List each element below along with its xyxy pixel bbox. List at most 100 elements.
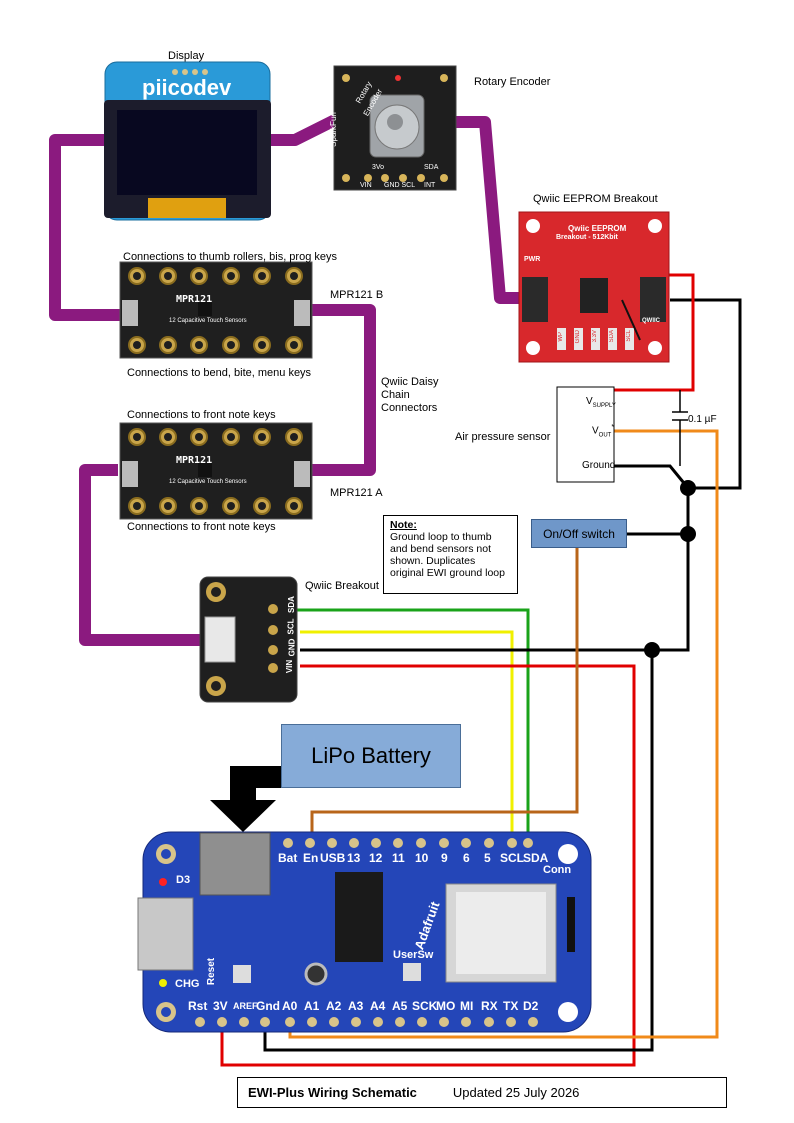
qwiic-cable-mpr-b-mpr-a	[310, 304, 376, 476]
feather-pin-sck: SCK	[412, 999, 438, 1013]
qwiic-cable-display-encoder	[270, 114, 338, 146]
feather-pin-a4: A4	[370, 999, 386, 1013]
on-off-switch: On/Off switch	[531, 519, 627, 548]
capacitor-label: 0.1 µF	[688, 414, 717, 425]
feather-pin-mi: MI	[460, 999, 474, 1013]
eeprom-board	[518, 211, 670, 363]
feather-pin-5: 5	[484, 851, 491, 865]
battery-arrow-icon	[210, 766, 281, 832]
feather-pin-bat: Bat	[278, 851, 298, 865]
encoder-pin-int: INT	[424, 182, 436, 189]
thumb-connections-label: Connections to thumb rollers, bis, prog …	[123, 251, 337, 263]
display-board	[104, 61, 271, 221]
air-sensor-label: Air pressure sensor	[455, 431, 551, 443]
encoder-pin-vin: VIN	[360, 182, 372, 189]
lipo-battery: LiPo Battery	[281, 724, 461, 788]
feather-pin-6: 6	[463, 851, 470, 865]
mpr121-a-board	[119, 422, 313, 520]
note-box: Note: Ground loop to thumb and bend sens…	[383, 515, 518, 594]
feather-pin-sda: SDA	[523, 851, 549, 865]
feather-pin-a3: A3	[348, 999, 364, 1013]
feather-pin-scl: SCL	[500, 851, 524, 865]
eeprom-title-2: Breakout - 512Kbit	[556, 234, 618, 241]
feather-reset: Reset	[206, 957, 218, 986]
encoder-pin-gnd-scl: GND SCL	[384, 182, 416, 189]
feather-pin-a2: A2	[326, 999, 342, 1013]
bend-connections-label: Connections to bend, bite, menu keys	[127, 367, 312, 379]
wire-sda-green	[270, 608, 530, 843]
eeprom-qwiic: QWIIC	[642, 318, 660, 324]
qwiic-cable-mpr-a-qwiic	[79, 464, 205, 646]
mpr121-a-name: MPR121	[176, 455, 213, 466]
wire-sensor-ground	[614, 464, 690, 489]
feather-d3: D3	[176, 874, 191, 886]
eeprom-pin-wp: WP	[558, 332, 564, 342]
mpr121-b-board	[119, 261, 313, 359]
feather-pin-rst: Rst	[188, 999, 208, 1013]
feather-chg: CHG	[175, 978, 200, 990]
qwiic-pin-gnd: GND	[287, 638, 297, 657]
feather-pin-9: 9	[441, 851, 448, 865]
feather-pin-usb: USB	[320, 851, 346, 865]
mpr121-a-caption: 12 Capacitive Touch Sensors	[169, 479, 247, 485]
wire-enable-brown	[310, 548, 579, 843]
qwiic-cable-encoder-eeprom	[450, 116, 520, 304]
wire-gnd-trunk	[263, 650, 654, 1052]
wire-scl-yellow	[300, 630, 514, 843]
daisy-chain-label: Qwiic Daisy Chain Connectors	[381, 376, 439, 414]
wire-gnd-to-switch-node	[652, 534, 690, 652]
feather-pin-d2: D2	[523, 999, 539, 1013]
qwiic-pin-sda: SDA	[286, 596, 296, 613]
eeprom-title-1: Qwiic EEPROM	[568, 224, 627, 233]
encoder-brand: SparkFun	[328, 112, 338, 147]
feather-conn: Conn	[543, 864, 572, 876]
note-text: Ground loop to thumb and bend sensors no…	[390, 531, 505, 579]
display-brand: piicodev	[142, 75, 232, 100]
feather-pin-13: 13	[347, 851, 361, 865]
encoder-pin-3vo: 3Vo	[372, 164, 385, 171]
feather-board	[137, 831, 592, 1033]
rotary-encoder-label: Rotary Encoder	[474, 76, 551, 88]
feather-pin-mo: MO	[436, 999, 456, 1013]
sensor-pin-ground: Ground	[582, 460, 616, 471]
wire-vin-breakout	[220, 664, 636, 1067]
eeprom-pin-scl: SCL	[626, 330, 632, 342]
junctions	[644, 480, 696, 658]
feather-pin-12: 12	[369, 851, 383, 865]
encoder-pin-sda: SDA	[424, 164, 439, 171]
wires	[220, 273, 742, 1067]
qwiic-cables	[49, 114, 520, 646]
feather-pin-rx: RX	[481, 999, 498, 1013]
eeprom-pin-3v3: 3.3V	[592, 330, 598, 343]
footer-title: EWI-Plus Wiring Schematic	[248, 1085, 417, 1100]
junction-gnd-c	[644, 642, 660, 658]
footer-updated: Updated 25 July 2026	[452, 1085, 580, 1100]
wire-eeprom-gnd	[670, 298, 742, 490]
feather-pin-11: 11	[392, 851, 405, 865]
qwiic-breakout-label: Qwiic Breakout	[305, 580, 379, 592]
rotary-encoder-board	[333, 65, 457, 191]
feather-usersw: UserSw	[393, 949, 434, 961]
feather-pin-a1: A1	[304, 999, 320, 1013]
feather-pin-3v: 3V	[213, 999, 228, 1013]
feather-pin-tx: TX	[503, 999, 519, 1013]
junction-gnd-a	[680, 480, 696, 496]
sensor-pin-vsupply: VSUPPLY	[586, 396, 616, 409]
air-sensor-box	[556, 386, 615, 483]
feather-pin-10: 10	[415, 851, 429, 865]
eeprom-label: Qwiic EEPROM Breakout	[533, 193, 658, 205]
feather-pin-gnd: Gnd	[256, 999, 280, 1013]
front-keys-bottom-label: Connections to front note keys	[127, 521, 276, 533]
wire-eeprom-vcc	[614, 273, 695, 392]
qwiic-breakout-board	[199, 576, 298, 703]
mpr121-b-caption: 12 Capacitive Touch Sensors	[169, 318, 247, 324]
feather-pin-a5: A5	[392, 999, 408, 1013]
note-title: Note:	[390, 519, 417, 531]
sensor-pin-vout: VOUT*	[592, 424, 615, 439]
junction-gnd-b	[680, 526, 696, 542]
eeprom-pin-sda: SDA	[609, 330, 615, 343]
front-keys-top-label: Connections to front note keys	[127, 409, 276, 421]
display-label: Display	[168, 50, 205, 62]
